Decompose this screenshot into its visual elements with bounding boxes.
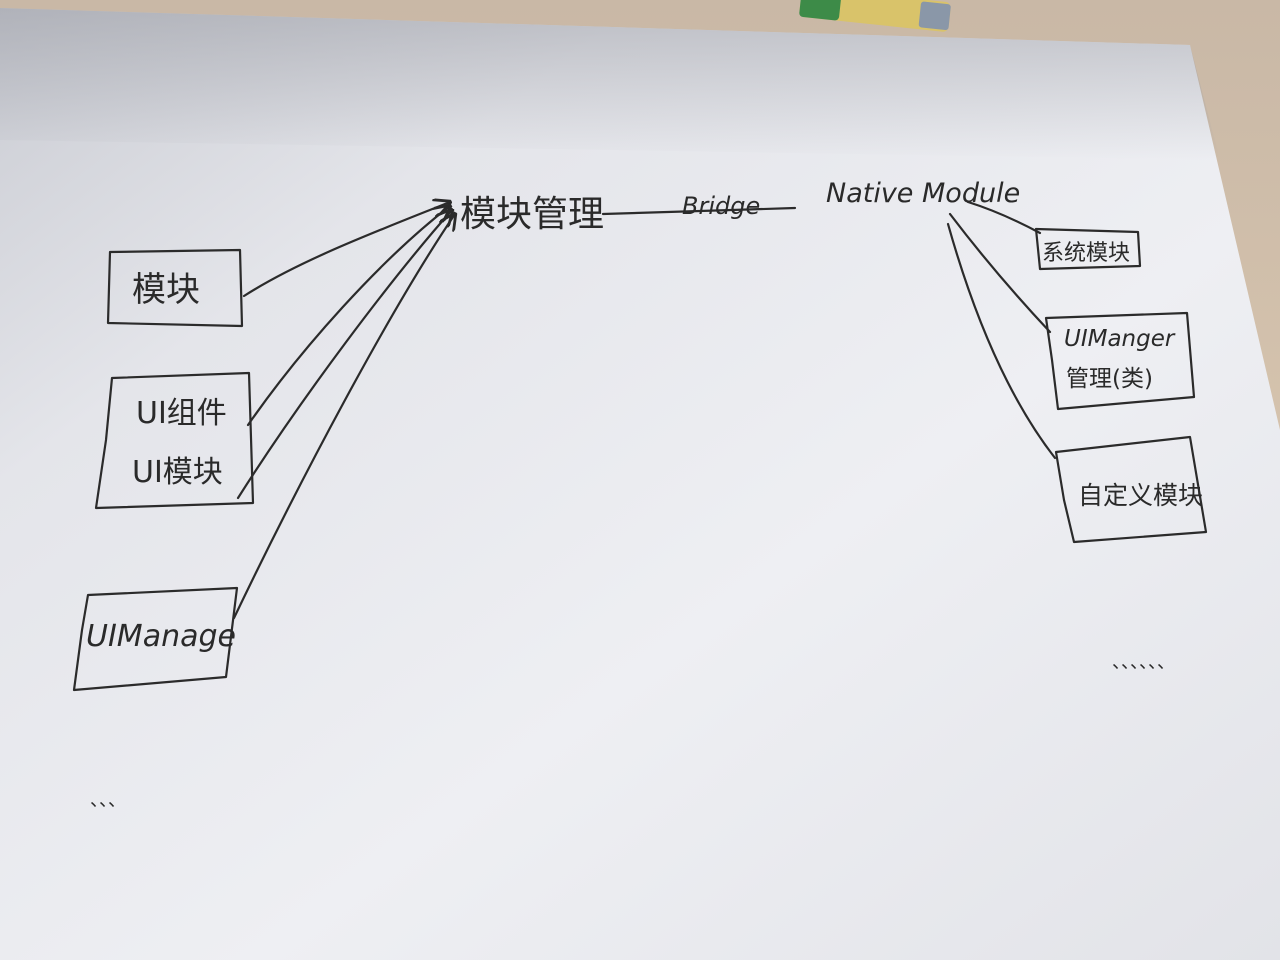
left-box-ui-component: UI组件 UI模块 xyxy=(94,371,255,510)
left-box-module-label: 模块 xyxy=(132,270,200,310)
right-box-system-module-label: 系统模块 xyxy=(1042,241,1130,266)
arrow-module-to-center xyxy=(242,202,450,298)
native-module-label: Native Module xyxy=(826,178,1020,209)
left-box-ui-component-line2: UI模块 xyxy=(132,455,223,490)
ellipsis-right: 、、、、、、 xyxy=(1112,652,1175,673)
right-box-uimanager-line2: 管理(类) xyxy=(1066,366,1153,392)
paper-shadow xyxy=(0,8,1220,160)
arrow-uimodule-to-center xyxy=(236,210,452,500)
arrows-to-center xyxy=(232,202,455,620)
arrow-uicomponent-to-center xyxy=(246,206,450,427)
right-box-uimanager-class: UIManger 管理(类) xyxy=(1044,311,1196,411)
right-box-custom-module: 自定义模块 xyxy=(1054,435,1208,544)
paper-sheet xyxy=(0,8,1280,960)
left-box-ui-component-line1: UI组件 xyxy=(136,396,227,431)
ellipsis-left: 、、、 xyxy=(90,790,126,811)
center-module-manager-label: 模块管理 xyxy=(460,194,604,235)
left-box-module: 模块 xyxy=(106,248,244,328)
bridge-connector: Bridge xyxy=(601,192,797,220)
pencil-decoration xyxy=(799,0,951,32)
right-box-custom-module-label: 自定义模块 xyxy=(1078,481,1203,510)
arrow-uimanage-to-center xyxy=(232,214,455,620)
bridge-label: Bridge xyxy=(682,192,760,220)
right-box-system-module: 系统模块 xyxy=(1034,227,1142,271)
right-box-uimanager-line1: UIManger xyxy=(1064,326,1176,352)
left-box-uimanage-label: UIManage xyxy=(86,619,236,654)
left-box-uimanage: UIManage xyxy=(72,586,239,692)
